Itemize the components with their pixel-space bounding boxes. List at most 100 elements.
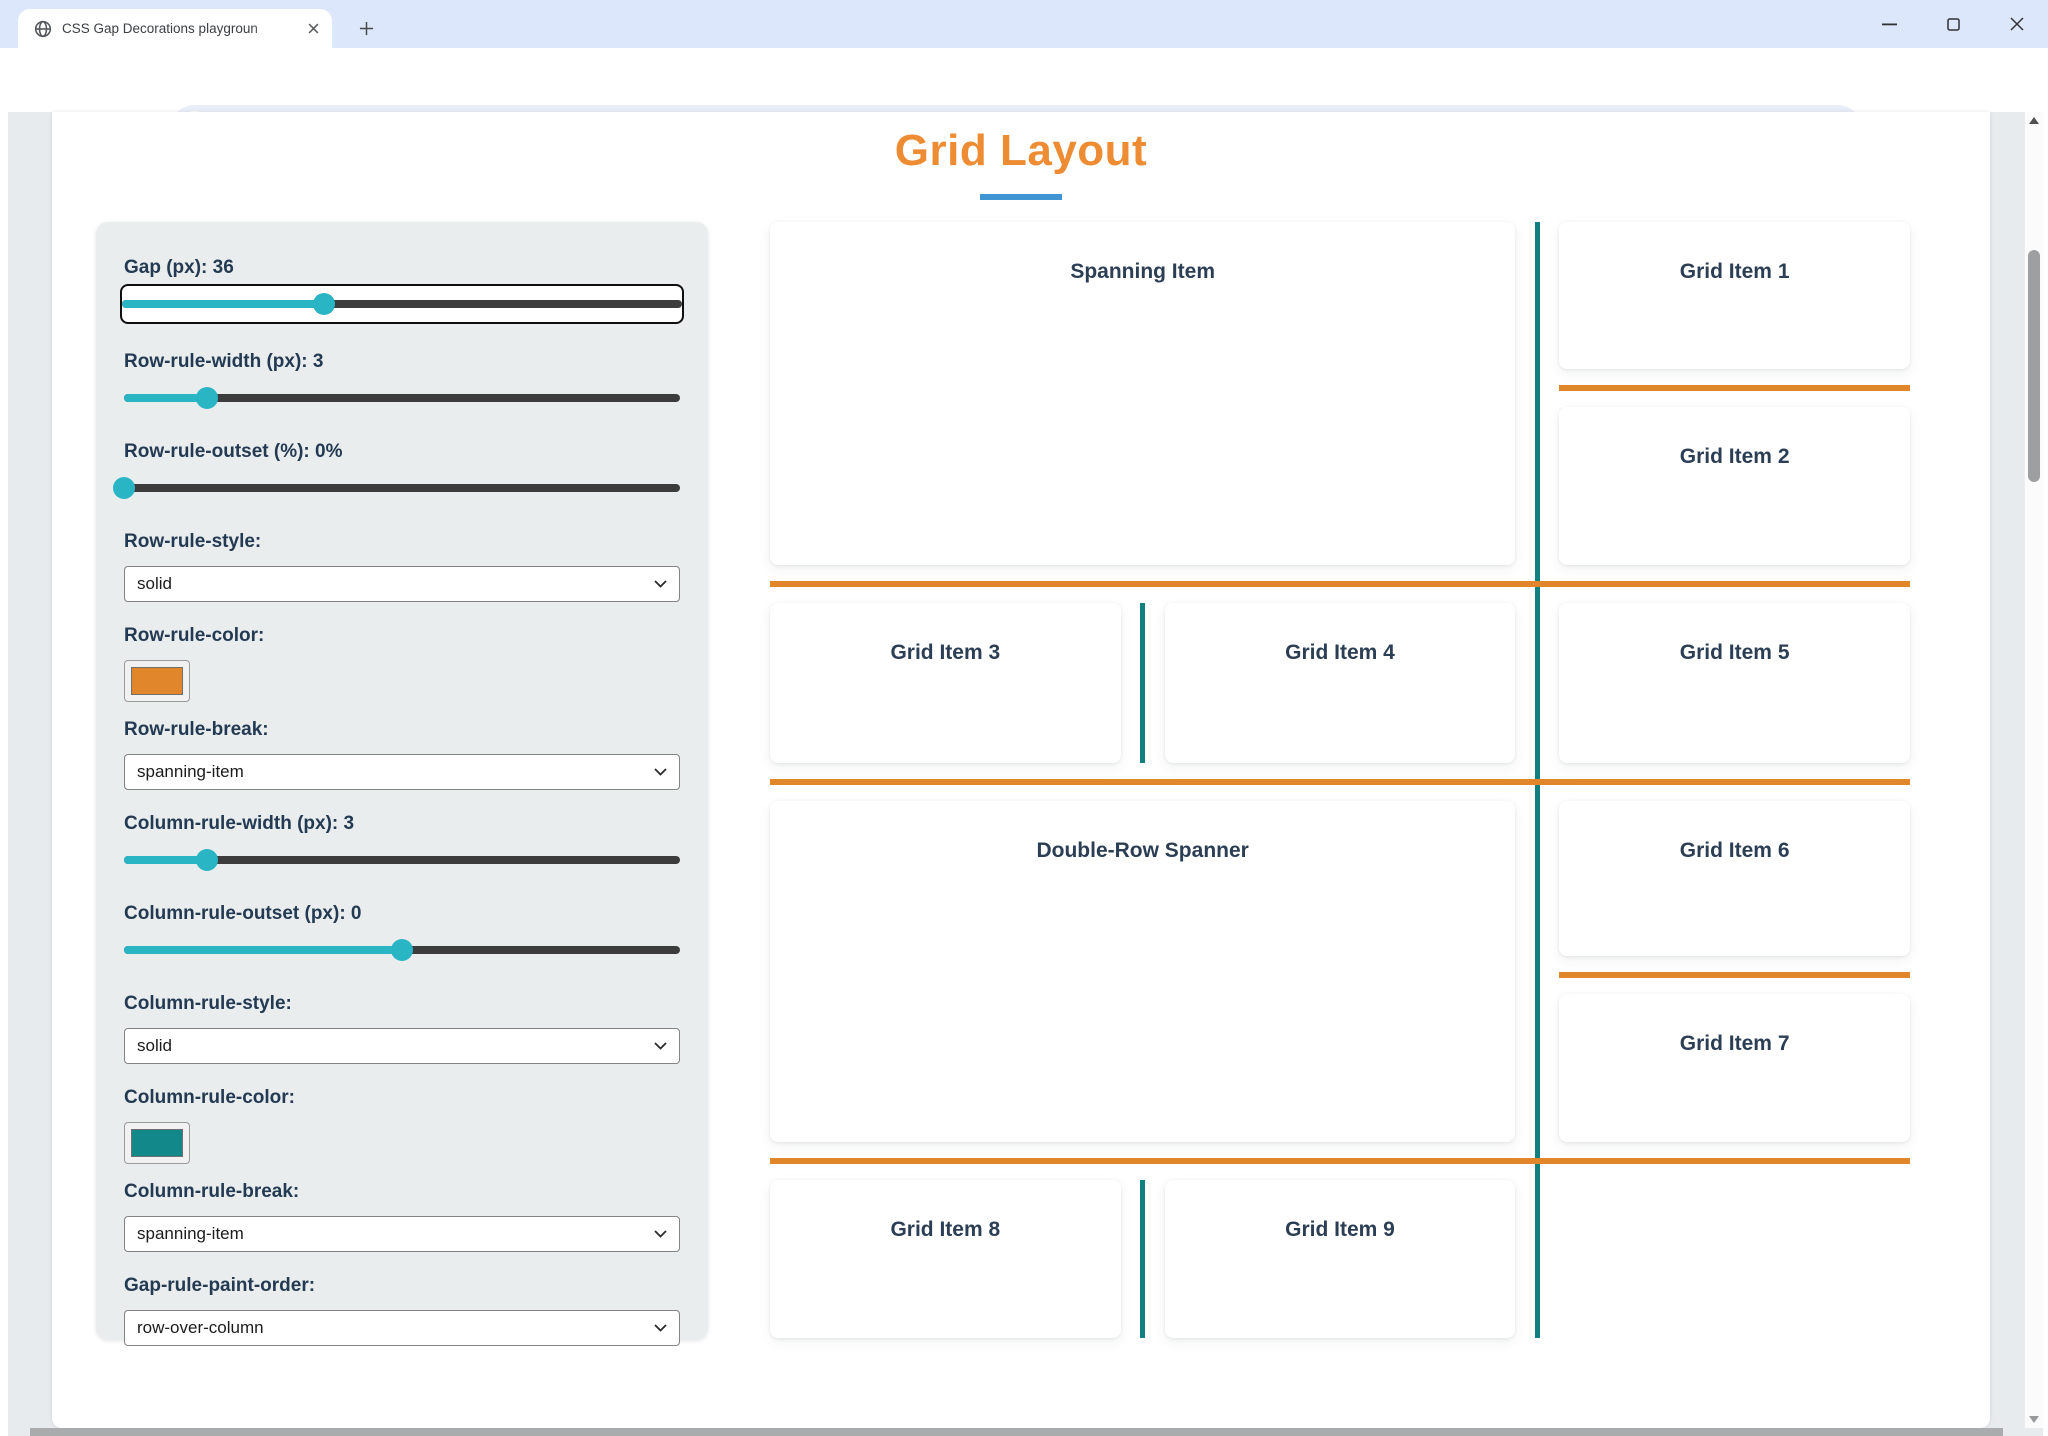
horizontal-scrollbar-thumb[interactable] (30, 1428, 2003, 1436)
row-rule-break-select[interactable]: spanning-item (124, 754, 680, 790)
new-tab-button[interactable] (352, 14, 380, 42)
main-content: Grid Layout Gap (px): 36 Row-rule-width … (52, 112, 1990, 1428)
row-rule-style-select[interactable]: solid (124, 566, 680, 602)
select-value: spanning-item (137, 762, 244, 781)
browser-toolbar: microsoftedge.github.io/Demos/css-gap-de… (0, 48, 2048, 153)
column-rule-color-picker[interactable] (124, 1122, 190, 1164)
horizontal-scrollbar[interactable] (8, 1428, 2043, 1436)
close-window-button[interactable] (2004, 11, 2030, 37)
slider-track[interactable] (124, 849, 680, 871)
control-gap: Gap (px): 36 (120, 256, 684, 324)
row-rule-style-label: Row-rule-style: (124, 531, 262, 552)
grid-card-7: Grid Item 7 (1559, 994, 1910, 1142)
control-column-rule-color: Column-rule-color: (124, 1086, 680, 1168)
slider-thumb[interactable] (391, 939, 413, 961)
grid-card-spanning-item: Spanning Item (770, 222, 1516, 565)
card-label: Spanning Item (1070, 260, 1215, 283)
card-label: Grid Item 6 (1679, 839, 1790, 862)
grid-card-9: Grid Item 9 (1164, 1180, 1516, 1338)
select-value: solid (137, 1036, 172, 1055)
slider-fill (124, 394, 208, 402)
slider-thumb[interactable] (196, 387, 219, 409)
gap-rule-paint-order-select[interactable]: row-over-column (124, 1310, 680, 1346)
select-value: spanning-item (137, 1224, 244, 1243)
row-rule (770, 779, 1910, 785)
title-underline (980, 194, 1062, 200)
card-label: Grid Item 7 (1679, 1032, 1790, 1055)
column-rule (1140, 603, 1145, 763)
card-label: Grid Item 5 (1679, 641, 1790, 664)
slider-fill (122, 300, 324, 308)
card-label: Double-Row Spanner (1036, 839, 1249, 862)
column-rule-color-label: Column-rule-color: (124, 1087, 295, 1108)
control-column-rule-width: Column-rule-width (px): 3 (124, 812, 680, 872)
row-rule (1559, 385, 1910, 391)
control-column-rule-break: Column-rule-break: spanning-item (124, 1180, 680, 1252)
column-rule-outset-label: Column-rule-outset (px): 0 (124, 903, 362, 924)
slider-track[interactable] (124, 387, 680, 409)
chevron-down-icon (654, 1324, 667, 1332)
column-rule-width-label: Column-rule-width (px): 3 (124, 813, 355, 834)
column-rule-style-label: Column-rule-style: (124, 993, 292, 1014)
window-controls (1876, 0, 2040, 48)
page-viewport: Grid Layout Gap (px): 36 Row-rule-width … (8, 112, 2043, 1436)
slider-thumb[interactable] (312, 293, 335, 315)
maximize-button[interactable] (1940, 11, 1966, 37)
row-rule-outset-slider[interactable] (113, 476, 680, 500)
chevron-down-icon (654, 768, 667, 776)
card-label: Grid Item 8 (890, 1218, 1001, 1241)
column-rule (1140, 1180, 1145, 1338)
slider-fill (124, 856, 208, 864)
card-label: Grid Item 2 (1679, 445, 1790, 468)
grid-card-8: Grid Item 8 (770, 1180, 1121, 1338)
tab-close-icon[interactable] (304, 20, 322, 38)
slider-track[interactable] (124, 939, 680, 961)
select-value: row-over-column (137, 1318, 264, 1337)
slider-thumb[interactable] (113, 477, 135, 499)
column-rule-width-slider[interactable] (124, 848, 680, 872)
minimize-button[interactable] (1876, 11, 1902, 37)
column-rule-break-select[interactable]: spanning-item (124, 1216, 680, 1252)
card-label: Grid Item 4 (1285, 641, 1395, 664)
row-rule-outset-label: Row-rule-outset (%): 0% (124, 441, 343, 462)
grid-card-5: Grid Item 5 (1559, 603, 1910, 763)
control-row-rule-color: Row-rule-color: (124, 624, 680, 706)
slider-thumb[interactable] (196, 849, 219, 871)
control-row-rule-style: Row-rule-style: solid (124, 530, 680, 602)
control-gap-rule-paint-order: Gap-rule-paint-order: row-over-column (124, 1274, 680, 1346)
row-rule-break-label: Row-rule-break: (124, 719, 269, 740)
column-rule-outset-slider[interactable] (124, 938, 680, 962)
slider-fill (124, 946, 402, 954)
control-column-rule-outset: Column-rule-outset (px): 0 (124, 902, 680, 962)
vertical-scrollbar[interactable] (2024, 112, 2043, 1428)
column-rule-break-label: Column-rule-break: (124, 1181, 300, 1202)
scroll-up-arrow-icon[interactable] (2029, 117, 2039, 124)
grid-card-1: Grid Item 1 (1559, 222, 1910, 369)
row-rule (1559, 972, 1910, 978)
row-rule-width-label: Row-rule-width (px): 3 (124, 351, 324, 372)
globe-favicon-icon (34, 20, 52, 38)
column-rule-style-select[interactable]: solid (124, 1028, 680, 1064)
grid-playground: Spanning Item Grid Item 1 Grid Item 2 Gr… (770, 222, 1910, 1338)
slider-track[interactable] (122, 293, 682, 315)
row-rule-color-label: Row-rule-color: (124, 625, 265, 646)
row-rule-width-slider[interactable] (124, 386, 680, 410)
slider-track[interactable] (113, 477, 680, 499)
grid-card-4: Grid Item 4 (1164, 603, 1516, 763)
card-label: Grid Item 9 (1285, 1218, 1395, 1241)
gap-rule-paint-order-label: Gap-rule-paint-order: (124, 1275, 316, 1296)
controls-panel: Gap (px): 36 Row-rule-width (px): 3 (96, 222, 708, 1346)
control-row-rule-width: Row-rule-width (px): 3 (124, 350, 680, 410)
row-rule (770, 1158, 1910, 1164)
chevron-down-icon (654, 1042, 667, 1050)
gap-slider[interactable] (120, 284, 684, 324)
vertical-scrollbar-thumb[interactable] (2028, 250, 2040, 482)
active-tab[interactable]: CSS Gap Decorations playgroun (18, 9, 332, 48)
browser-tab-bar: CSS Gap Decorations playgroun (0, 0, 2048, 48)
column-rule-color-swatch (131, 1129, 183, 1157)
chevron-down-icon (654, 1230, 667, 1238)
scroll-down-arrow-icon[interactable] (2029, 1416, 2039, 1423)
select-value: solid (137, 574, 172, 593)
row-rule-color-picker[interactable] (124, 660, 190, 702)
card-label: Grid Item 3 (890, 641, 1001, 664)
